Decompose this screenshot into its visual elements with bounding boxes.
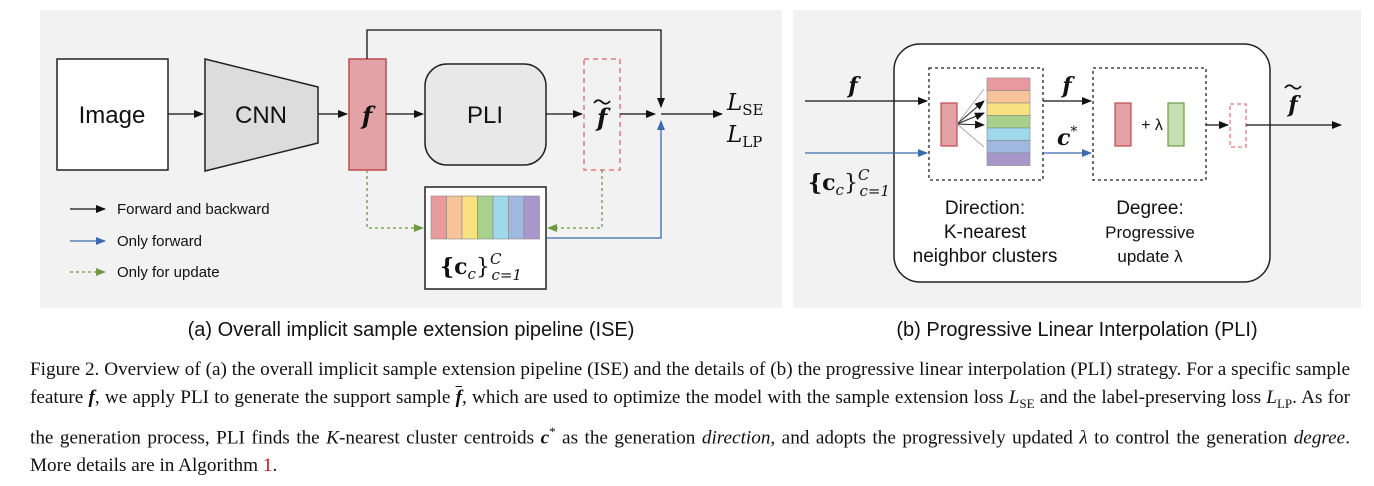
input-feature-label: f — [846, 73, 861, 99]
image-box — [56, 58, 169, 171]
arrow-skip-connection — [366, 29, 665, 108]
panel-a-caption: (a) Overall implicit sample extension pi… — [188, 319, 635, 341]
direction-box — [928, 67, 1044, 181]
loss-se: LSE — [726, 90, 764, 119]
centroid-cell — [986, 102, 1031, 116]
centroid-cell — [492, 195, 509, 240]
centroid-cell — [508, 195, 525, 240]
algorithm-link[interactable]: 1 — [262, 455, 273, 477]
support-label: f — [595, 103, 611, 132]
centroid-cell — [477, 195, 494, 240]
degree-centroid — [1167, 102, 1185, 147]
direction-feature — [940, 102, 958, 147]
centroid-cell — [986, 127, 1031, 141]
cnn-block — [204, 58, 319, 172]
update-arrow-feature — [366, 170, 424, 232]
centroid-cell — [986, 140, 1031, 154]
legend-label-update: Only for update — [117, 264, 220, 281]
legend-label-fwd-bwd: Forward and backward — [117, 201, 270, 218]
legend: Forward and backward Only forward Only f… — [70, 201, 270, 281]
direction-line3: neighbor clusters — [913, 246, 1058, 267]
centroid-cell — [986, 77, 1031, 91]
centroid-cell — [523, 195, 540, 240]
feature-label: f — [360, 101, 376, 130]
centroid-cell — [986, 152, 1031, 166]
mid-feature-label: f — [1060, 73, 1075, 99]
output-feature-label: f — [1286, 92, 1301, 118]
knn-arrow-2 — [956, 112, 985, 125]
degree-line2: Progressive — [1105, 223, 1195, 242]
plus-lambda: + λ — [1141, 117, 1163, 134]
knn-arrow-5 — [956, 88, 985, 125]
centroid-cell — [986, 115, 1031, 129]
degree-title: Degree: — [1116, 198, 1184, 219]
degree-box — [1092, 67, 1207, 181]
centroid-cell — [430, 195, 447, 240]
direction-title: Direction: — [945, 198, 1025, 219]
degree-feature — [1114, 102, 1132, 147]
figure-caption: Figure 2. Overview of (a) the overall im… — [30, 359, 1350, 477]
centroid-strip-vertical — [986, 77, 1031, 166]
direction-line2: K-nearest — [944, 222, 1027, 243]
centroid-cell — [446, 195, 463, 240]
tilde-mark — [593, 99, 611, 105]
mid-cstar-label: c* — [1057, 124, 1077, 151]
loss-lp: LLP — [726, 122, 762, 151]
legend-label-fwd: Only forward — [117, 233, 202, 250]
forward-arrow-centroids — [546, 120, 665, 239]
pli-label: PLI — [467, 102, 503, 129]
centroid-strip — [430, 195, 540, 240]
knn-arrow-1 — [956, 100, 985, 125]
cnn-label: CNN — [235, 102, 287, 129]
image-label: Image — [79, 102, 146, 129]
knn-arrow-3 — [956, 120, 985, 129]
centroid-cell — [986, 90, 1031, 104]
degree-line3: update λ — [1117, 247, 1183, 266]
knn-arrow-4 — [956, 123, 985, 148]
centroid-cell — [461, 195, 478, 240]
output-tilde-mark — [1284, 84, 1302, 90]
update-arrow-support — [547, 170, 603, 232]
panel-b-caption: (b) Progressive Linear Interpolation (PL… — [896, 319, 1257, 341]
